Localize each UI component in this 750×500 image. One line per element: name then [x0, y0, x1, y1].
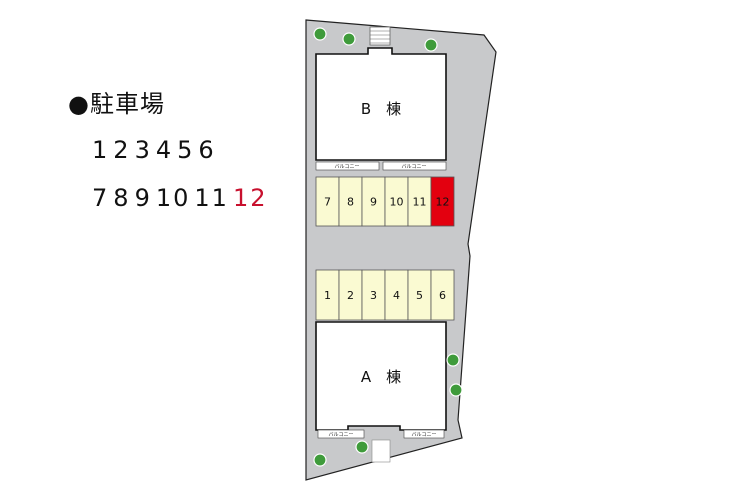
parking-space-number: 5	[416, 289, 423, 302]
legend-number: 1	[92, 136, 110, 164]
legend-number: 3	[134, 136, 152, 164]
parking-space-number: 2	[347, 289, 354, 302]
parking-space-number: 10	[390, 196, 404, 209]
legend-number: 7	[92, 184, 110, 212]
stairs	[369, 26, 391, 46]
parking-space	[430, 269, 455, 321]
legend-number: 12	[232, 184, 268, 212]
tree-icon	[342, 32, 356, 46]
legend-number: 2	[113, 136, 131, 164]
parking-space-number: 9	[370, 196, 377, 209]
legend-number: 11	[194, 184, 229, 212]
balcony-a-right	[403, 429, 445, 439]
tree-icon	[446, 353, 460, 367]
parking-space-number: 8	[347, 196, 354, 209]
parking-space-number: 1	[324, 289, 331, 302]
building-b-label: B 棟	[361, 100, 401, 118]
balcony-label: バルコニー	[402, 164, 427, 170]
parking-row-bottom: 1 2 3 4 5 6	[315, 269, 455, 321]
parking-row-top: 7 8 9 10 11 12	[315, 176, 455, 227]
parking-space-number: 11	[413, 196, 427, 209]
balcony-label: バルコニー	[335, 164, 360, 170]
balcony-b-left	[315, 161, 380, 171]
legend-number: 9	[134, 184, 152, 212]
legend-number: 5	[177, 136, 195, 164]
legend-number: 6	[198, 136, 216, 164]
tree-icon	[313, 453, 327, 467]
trees	[313, 27, 463, 467]
building-a: A 棟 バルコニー バルコニー	[315, 321, 447, 439]
tree-icon	[449, 383, 463, 397]
legend-title: ●駐車場	[68, 90, 165, 118]
legend-number: 10	[155, 184, 191, 212]
tree-icon	[313, 27, 327, 41]
tree-icon	[355, 440, 369, 454]
building-a-label: A 棟	[361, 368, 401, 386]
legend-number: 4	[155, 136, 174, 164]
balcony-label: バルコニー	[412, 432, 437, 438]
parking-space-number: 7	[324, 196, 331, 209]
balcony-a-left	[317, 429, 365, 439]
parking-space-number: 12	[436, 196, 450, 209]
entrance-path	[371, 439, 391, 463]
balcony-label: バルコニー	[329, 432, 354, 438]
parking-space-number: 6	[439, 289, 446, 302]
tree-icon	[424, 38, 438, 52]
building-b: B 棟 バルコニー バルコニー	[315, 47, 447, 171]
parking-space-number: 3	[370, 289, 377, 302]
legend-number: 8	[113, 184, 131, 212]
parking-space-selected	[430, 176, 455, 227]
balcony-b-right	[382, 161, 447, 171]
parking-space-number: 4	[393, 289, 400, 302]
